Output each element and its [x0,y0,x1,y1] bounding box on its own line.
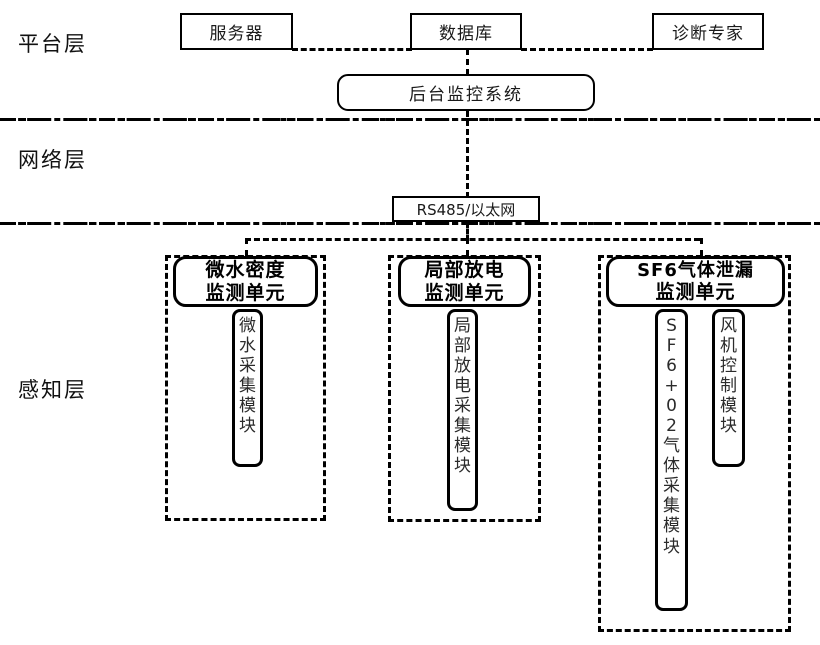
node-server[interactable]: 服务器 [180,13,293,50]
module-fan-control-label: 风 机 控 制 模 块 [720,316,737,437]
module-partial-discharge-acquisition-label: 局 部 放 电 采 集 模 块 [454,316,471,477]
node-diagnostic-expert[interactable]: 诊断专家 [652,13,764,50]
connector-server-to-database [292,48,412,51]
connector-bus-to-unit-sf6 [700,238,703,256]
connector-bus-to-unit-partial-discharge [466,238,469,256]
unit-header-sf6-leak-line1: SF6气体泄漏 [637,259,754,281]
node-protocol-bus[interactable]: RS485/以太网 [392,196,540,222]
unit-header-micro-water-line1: 微水密度 [205,259,286,282]
layer-label-platform: 平台层 [18,32,87,56]
node-database[interactable]: 数据库 [410,13,522,50]
module-sf6-o2-gas-acquisition[interactable]: S F 6 + 0 2 气 体 采 集 模 块 [655,309,688,611]
module-partial-discharge-acquisition[interactable]: 局 部 放 电 采 集 模 块 [447,309,478,511]
unit-header-micro-water-line2: 监测单元 [205,281,286,304]
node-backend-system[interactable]: 后台监控系统 [337,74,595,111]
connector-database-to-expert [521,48,653,51]
connector-backend-to-protocol [466,111,469,198]
divider-network-sensing [0,222,820,225]
unit-header-sf6-leak-line2: 监测单元 [655,280,736,303]
module-sf6-o2-gas-acquisition-label: S F 6 + 0 2 气 体 采 集 模 块 [663,316,680,557]
connector-protocol-to-bus [466,222,469,241]
sensing-distribution-bus [245,238,700,241]
connector-database-to-backend [466,49,469,75]
unit-header-partial-discharge-line2: 监测单元 [424,281,505,304]
unit-header-micro-water[interactable]: 微水密度 监测单元 [173,256,318,307]
layer-label-sensing: 感知层 [18,378,87,402]
module-micro-water-acquisition-label: 微 水 采 集 模 块 [239,316,256,437]
unit-header-partial-discharge-line1: 局部放电 [424,259,505,282]
layer-label-network: 网络层 [18,148,87,172]
module-micro-water-acquisition[interactable]: 微 水 采 集 模 块 [232,309,263,467]
unit-header-partial-discharge[interactable]: 局部放电 监测单元 [398,256,531,307]
divider-line-2 [0,222,820,225]
divider-line-1 [0,118,820,121]
divider-platform-network [0,118,820,121]
connector-bus-to-unit-micro-water [245,238,248,256]
unit-group-sf6-leak [598,255,791,632]
module-fan-control[interactable]: 风 机 控 制 模 块 [712,309,745,467]
unit-header-sf6-leak[interactable]: SF6气体泄漏 监测单元 [606,256,785,307]
